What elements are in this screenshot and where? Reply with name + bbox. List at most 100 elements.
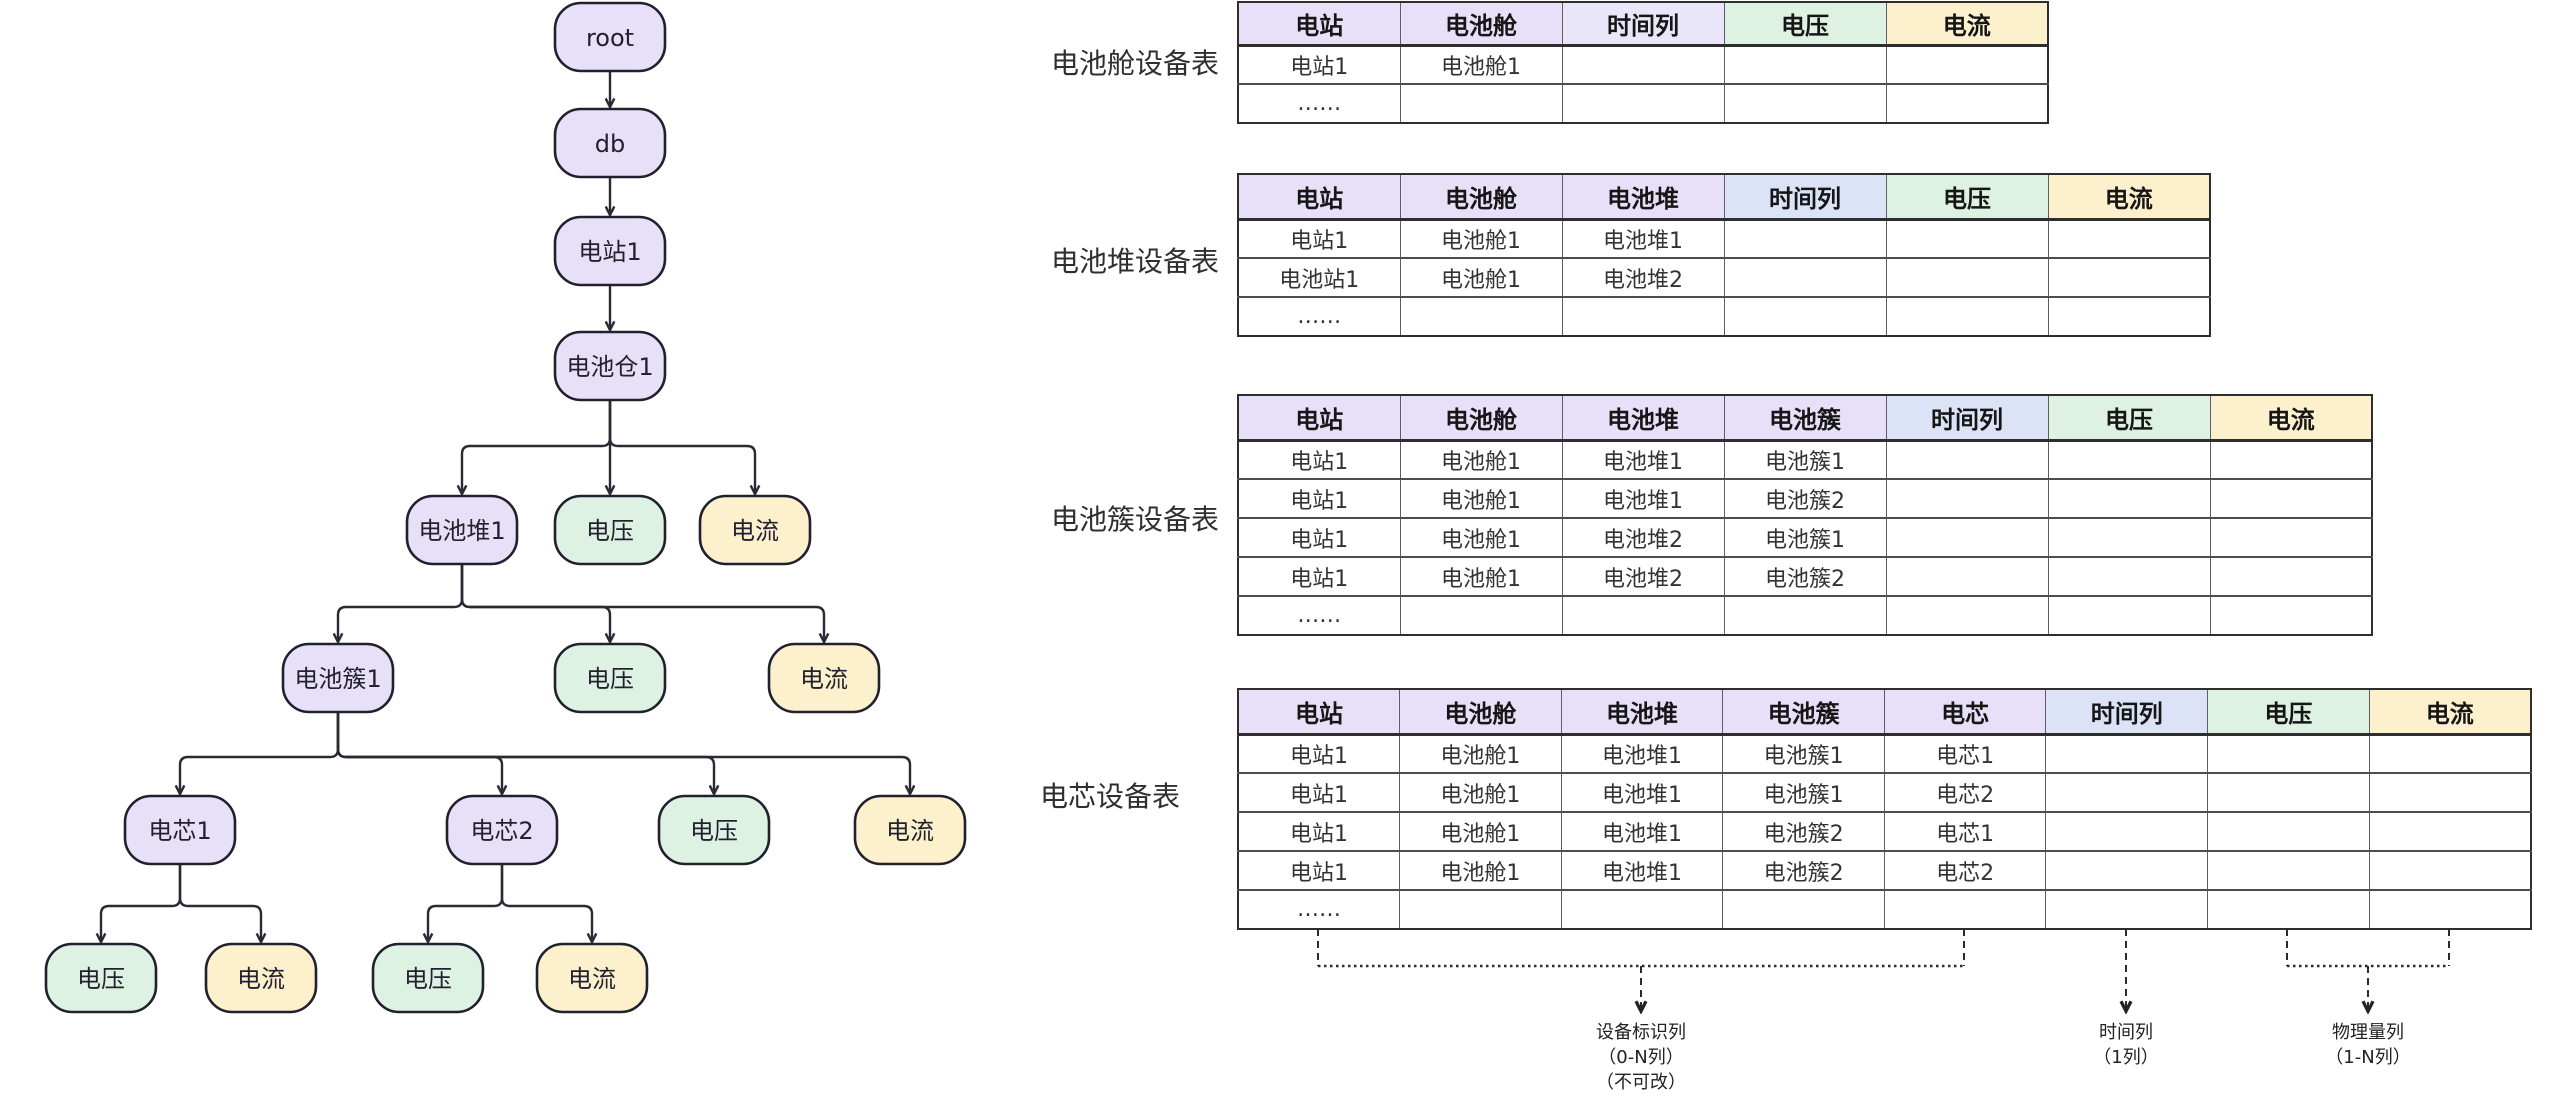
tree-node-stack1: 电池堆1	[405, 494, 519, 566]
annotation-line: （不可改）	[1596, 1072, 1686, 1093]
voltage-node-shape	[371, 942, 485, 1014]
tree-node-station1: 电站1	[553, 215, 667, 287]
table-row: ……	[1237, 889, 2532, 930]
cell-header-stack: 电池堆	[1560, 688, 1724, 736]
table-cell	[1560, 889, 1724, 930]
tree-node-v-cell1: 电压	[44, 942, 158, 1014]
table-cell	[2207, 850, 2370, 891]
table-cell	[2045, 772, 2209, 813]
table-cell: 电站1	[1237, 811, 1401, 852]
table-cell: 电池舱1	[1399, 44, 1563, 85]
table-cell: 电池舱1	[1399, 478, 1563, 519]
tree-node-label: 电流	[800, 665, 848, 693]
table-cell	[2207, 811, 2370, 852]
table-cell	[2045, 889, 2209, 930]
table-cell	[1885, 439, 2049, 480]
table-cell: 电芯1	[1883, 811, 2047, 852]
table-cell	[2047, 218, 2211, 259]
cell-header-current: 电流	[2368, 688, 2532, 736]
cluster-header-stack: 电池堆	[1561, 394, 1725, 442]
annotation-line: 时间列	[2098, 1022, 2153, 1043]
table-cell	[1561, 44, 1725, 85]
tree-edge-stack1-to-v-cluster	[460, 564, 610, 641]
table-cell	[2368, 811, 2532, 852]
tree-node-c-cluster: 电流	[767, 642, 881, 714]
table-cell	[2047, 257, 2211, 298]
cluster-header-cluster: 电池簇	[1723, 394, 1887, 442]
table-cell	[2209, 595, 2373, 636]
table-row: ……	[1237, 83, 2049, 124]
tree-node-cluster1: 电池簇1	[281, 642, 395, 714]
table-label-stack: 电池堆设备表	[1050, 245, 1220, 278]
table-cell	[1885, 257, 2049, 298]
tree-node-c-stack: 电流	[698, 494, 812, 566]
cell-header-station: 电站	[1237, 688, 1401, 736]
cabin-header-station: 电站	[1237, 1, 1401, 47]
annotation-line: 物理量列	[2331, 1022, 2404, 1043]
table-cell	[2047, 556, 2211, 597]
current-node-shape	[767, 642, 881, 714]
table-cell	[2207, 889, 2370, 930]
table-cell	[2045, 811, 2209, 852]
table-cell: 电池簇2	[1723, 556, 1887, 597]
tree-node-root: root	[553, 1, 667, 73]
tree-node-label: 电流	[568, 965, 616, 993]
table-cell: 电池簇1	[1722, 733, 1885, 774]
table-cell: 电站1	[1237, 733, 1401, 774]
table-cell	[2047, 478, 2211, 519]
table-cell	[2047, 517, 2211, 558]
tree-node-label: 电芯2	[470, 817, 533, 845]
cell-header-time: 时间列	[2045, 688, 2209, 736]
tree-node-label: 电压	[586, 517, 634, 545]
table-cell	[1723, 257, 1887, 298]
table-cell	[2368, 733, 2532, 774]
tree-edge-stack1-to-cluster1	[338, 564, 464, 641]
annotation-time-column: 时间列（1列）	[2093, 1020, 2158, 1070]
tree-edge-cell2-to-c-cell2	[500, 864, 592, 941]
tree-node-label: 电压	[404, 965, 452, 993]
table-cell: 电芯2	[1883, 850, 2047, 891]
table-cell	[1723, 218, 1887, 259]
table-cell	[2045, 733, 2209, 774]
stack-header-cabin: 电池舱	[1399, 173, 1563, 221]
table-cell	[1723, 44, 1887, 85]
tree-node-label: 电流	[886, 817, 934, 845]
stack-header-station: 电站	[1237, 173, 1401, 221]
tree-node-label: 电池簇1	[294, 665, 381, 693]
table-cell: 电芯2	[1883, 772, 2047, 813]
table-cell	[1399, 595, 1563, 636]
table-cell	[2209, 517, 2373, 558]
table-cell	[1885, 44, 2049, 85]
table-cell	[1885, 478, 2049, 519]
table-cell: ……	[1237, 83, 1401, 124]
device-node-shape	[553, 1, 667, 73]
cabin-header-time: 时间列	[1561, 1, 1725, 47]
tree-node-v-cell2: 电压	[371, 942, 485, 1014]
tree-node-label: 电站1	[578, 238, 641, 266]
table-cell	[1883, 889, 2047, 930]
table-cell: 电池舱1	[1399, 218, 1563, 259]
tree-edge-cabin1-to-c-stack	[608, 400, 755, 493]
table-cell	[2207, 733, 2370, 774]
table-cell	[1885, 595, 2049, 636]
table-cell	[2209, 478, 2373, 519]
table-cell	[1722, 889, 1885, 930]
device-node-shape	[553, 330, 667, 402]
annotation-line: （0-N列）	[1598, 1047, 1684, 1068]
table-row: ……	[1237, 296, 2211, 337]
tree-node-cell2: 电芯2	[445, 794, 559, 866]
tree-node-label: 电池仓1	[566, 353, 653, 381]
tree-node-label: 电压	[77, 965, 125, 993]
tree-node-v-stack: 电压	[553, 494, 667, 566]
tree-node-c-cell1: 电流	[204, 942, 318, 1014]
table-cell: 电池簇2	[1722, 850, 1885, 891]
table-cell: 电站1	[1237, 44, 1401, 85]
stack-header-current: 电流	[2047, 173, 2211, 221]
